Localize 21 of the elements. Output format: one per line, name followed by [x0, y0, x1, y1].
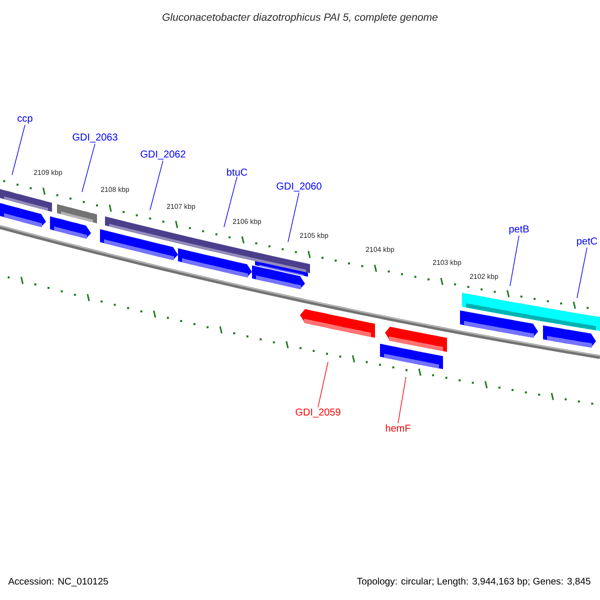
- footer-note: Topology: circular; Length: 3,944,163 bp; Genes: 3,845: [357, 578, 590, 586]
- leader-line: [318, 362, 328, 408]
- leader-line: [150, 160, 164, 210]
- leader-line: [288, 192, 300, 242]
- gene-label: GDI_2063: [72, 134, 118, 142]
- leader-line: [576, 247, 588, 298]
- leader-line: [398, 376, 406, 424]
- gene-label: petC: [577, 237, 598, 247]
- gene-label: GDI_2059: [296, 408, 340, 418]
- gene-label: ccp: [18, 116, 32, 124]
- title: Gluconacetobacter diazotrophicus PAI 5, complete genome: [162, 13, 438, 23]
- footer-note: Accession: NC_010125: [8, 578, 108, 586]
- gene-label: btuC: [227, 168, 248, 176]
- gene-label: GDI_2062: [140, 150, 186, 160]
- gene-label: hemF: [386, 424, 410, 432]
- gene-label: petB: [509, 226, 529, 234]
- leader-line: [510, 235, 520, 286]
- leader-line: [82, 143, 96, 192]
- gene-label: GDI_2060: [276, 182, 322, 192]
- leader-line: [12, 124, 26, 176]
- leader-line: [224, 176, 238, 228]
